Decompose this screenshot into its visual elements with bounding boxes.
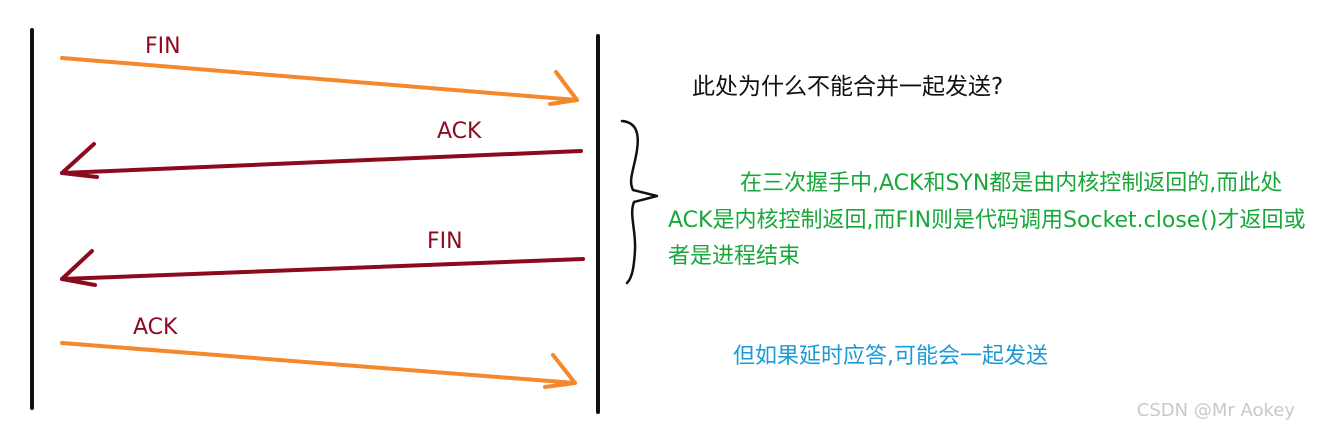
watermark: CSDN @Mr Aokey — [1136, 400, 1295, 421]
fin-label-1: FIN — [145, 34, 181, 59]
ack-arrow-1 — [60, 142, 583, 179]
fin-label-2: FIN — [427, 229, 463, 254]
ack-label-2: ACK — [133, 315, 178, 340]
ack-label-1: ACK — [437, 119, 482, 144]
explanation-text: 在三次握手中,ACK和SYN都是由内核控制返回的,而此处ACK是内核控制返回,而… — [668, 171, 1306, 269]
fin-arrow-1 — [60, 56, 579, 106]
question-text: 此处为什么不能合并一起发送? — [692, 74, 1004, 100]
explanation-block: 在三次握手中,ACK和SYN都是由内核控制返回的,而此处ACK是内核控制返回,而… — [668, 166, 1308, 276]
ack-arrow-2 — [60, 341, 577, 389]
fin-arrow-2 — [60, 249, 585, 287]
curly-brace — [620, 119, 659, 285]
note-text: 但如果延时应答,可能会一起发送 — [733, 344, 1048, 369]
